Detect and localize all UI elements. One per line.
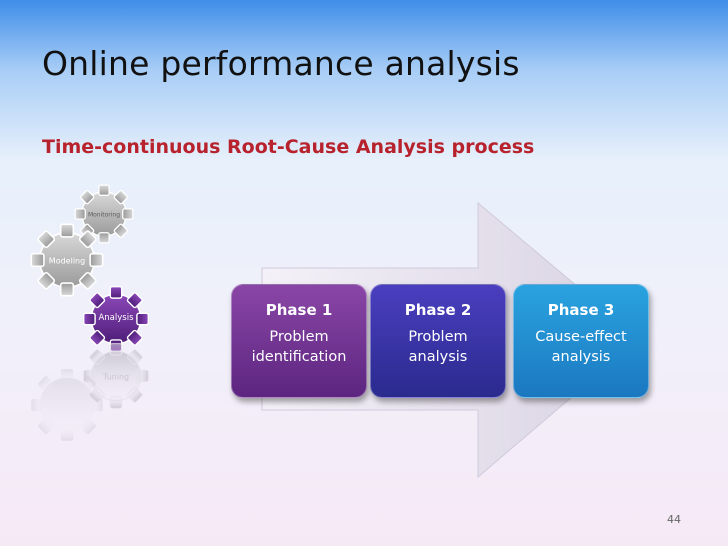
phase-2-box: Phase 2 Problem analysis — [370, 284, 506, 398]
phase-2-text: Problem analysis — [408, 329, 468, 365]
phase-2-title: Phase 2 — [404, 301, 472, 319]
slide-subtitle: Time-continuous Root-Cause Analysis proc… — [42, 136, 535, 158]
phase-3-title: Phase 3 — [547, 301, 615, 319]
gear-label-analysis: Analysis — [98, 313, 134, 323]
page-number: 44 — [667, 513, 681, 526]
slide-title: Online performance analysis — [42, 44, 520, 83]
phase-3-box: Phase 3 Cause-effect analysis — [513, 284, 649, 398]
phase-1-box: Phase 1 Problem identification — [231, 284, 367, 398]
phase-1-title: Phase 1 — [265, 301, 333, 319]
phase-3-text: Cause-effect analysis — [535, 329, 627, 365]
gear-modeling-reflection — [31, 369, 103, 441]
gear-label-tuning: Tuning — [102, 372, 130, 382]
gear-label-modeling: Modeling — [48, 256, 86, 266]
gear-label-monitoring: Monitoring — [87, 211, 121, 219]
phase-1-text: Problem identification — [251, 329, 347, 365]
